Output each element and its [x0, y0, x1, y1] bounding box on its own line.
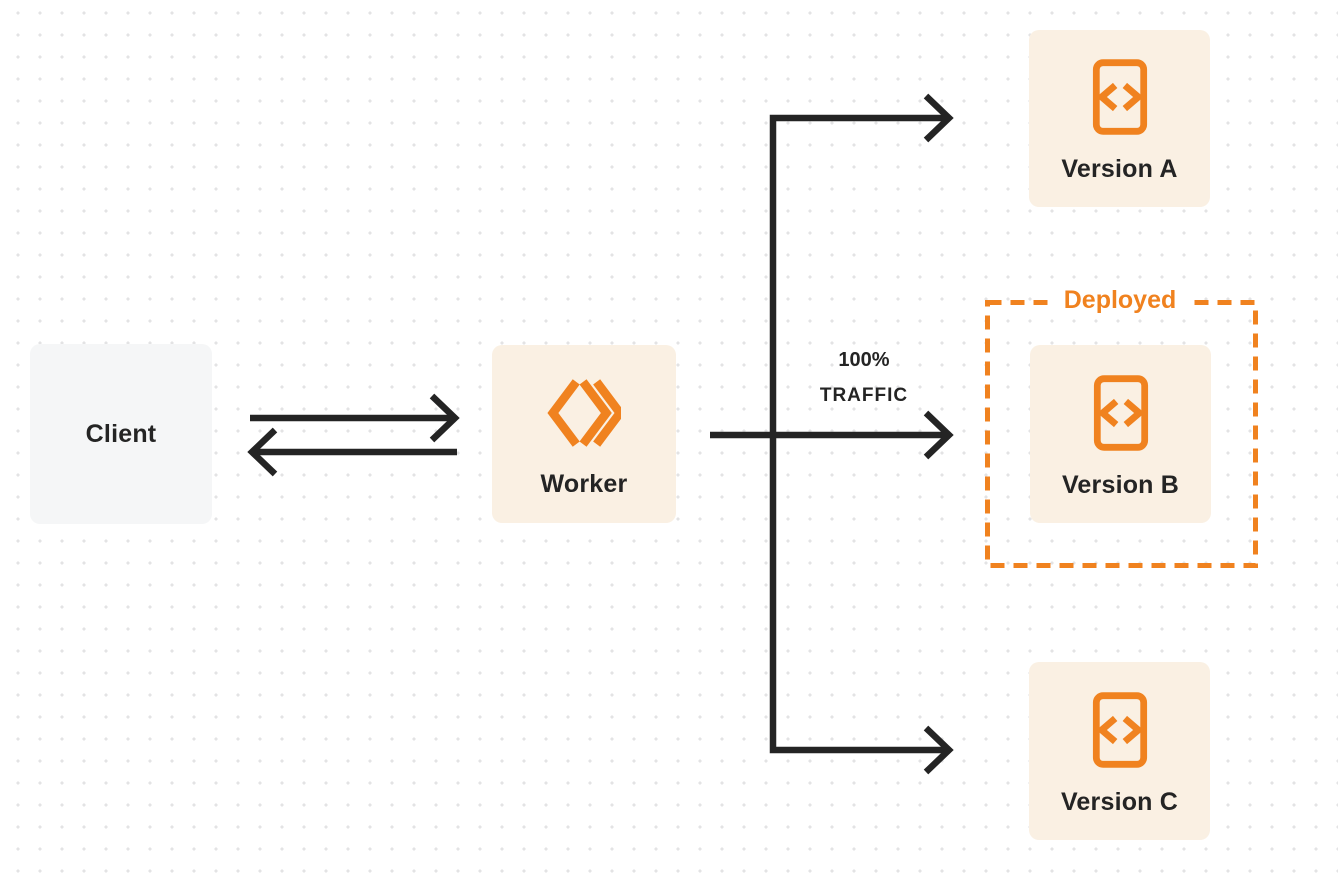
deployed-badge: Deployed	[1049, 285, 1191, 315]
client-to-worker-arrow	[250, 393, 460, 443]
worker-node: Worker	[492, 345, 676, 523]
code-document-icon	[1092, 691, 1147, 768]
worker-node-label: Worker	[540, 469, 628, 498]
version-b-node: Version B	[1030, 345, 1211, 523]
version-c-node: Version C	[1029, 662, 1210, 840]
traffic-annotation: 100% TRAFFIC	[779, 350, 949, 405]
worker-logo-icon	[547, 378, 621, 447]
code-document-icon	[1093, 374, 1148, 451]
traffic-word-text: TRAFFIC	[819, 385, 909, 406]
traffic-percent-text: 100%	[838, 349, 890, 371]
version-c-node-label: Version C	[1060, 787, 1179, 816]
branch-to-version-c-arrow	[923, 725, 954, 775]
worker-to-client-arrow	[247, 427, 457, 477]
traffic-branch-line	[769, 114, 945, 754]
branch-to-version-a-arrow	[769, 93, 954, 754]
deployed-region-border	[985, 300, 1258, 568]
code-document-icon	[1092, 59, 1147, 135]
version-a-node-label: Version A	[1061, 155, 1178, 183]
version-a-node: Version A	[1029, 30, 1210, 207]
version-b-node-label: Version B	[1061, 470, 1180, 499]
worker-to-version-b-arrow	[710, 410, 954, 460]
client-node: Client	[30, 344, 212, 524]
client-node-label: Client	[85, 419, 157, 448]
